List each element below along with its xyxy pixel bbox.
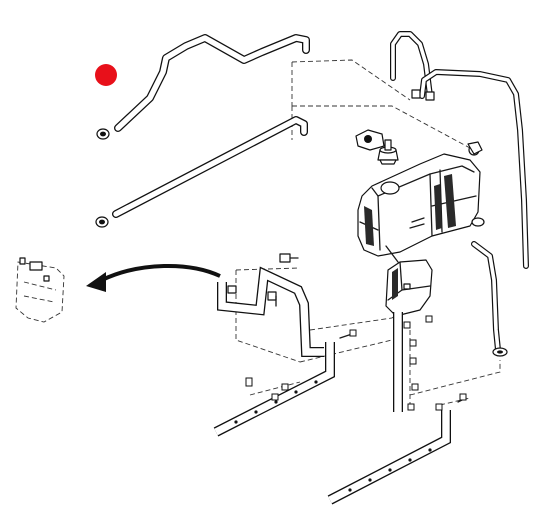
lower-tank-hose[interactable] — [471, 217, 508, 357]
cap-gasket — [355, 129, 385, 151]
upper-coolant-pipe[interactable] — [96, 34, 310, 140]
overflow-hose[interactable] — [419, 69, 529, 269]
expansion-tank[interactable] — [357, 153, 481, 263]
lower-coolant-pipe[interactable] — [95, 116, 308, 228]
bracket-fasteners — [339, 315, 467, 411]
mounting-rail-right[interactable] — [327, 410, 451, 505]
direction-arrow — [86, 264, 221, 292]
clip-right — [467, 141, 483, 155]
frame-bracket[interactable] — [217, 253, 324, 357]
mounting-rail-left[interactable] — [213, 342, 335, 437]
rail-bolts — [245, 377, 443, 411]
tank-mounting-bracket[interactable] — [385, 259, 433, 317]
detail-inset-left — [15, 257, 65, 323]
vent-hose-loop[interactable] — [390, 31, 433, 99]
callout-marker-dot — [95, 64, 117, 86]
expansion-tank-cap[interactable] — [377, 139, 399, 165]
tank-filler-neck — [380, 181, 400, 195]
